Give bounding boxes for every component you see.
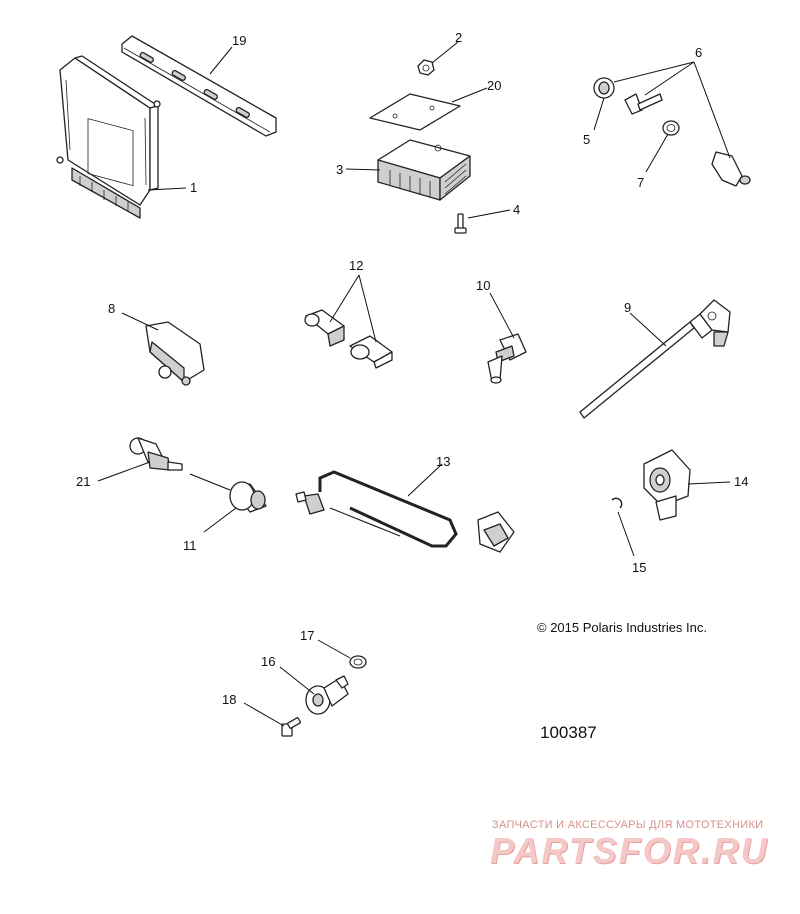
part-9-sensor xyxy=(579,299,731,419)
callout-8: 8 xyxy=(108,301,159,331)
svg-text:14: 14 xyxy=(734,474,748,489)
part-12-holder-b xyxy=(349,335,393,369)
part-6-sensor xyxy=(711,151,751,187)
part-6-tab xyxy=(624,93,663,115)
svg-text:10: 10 xyxy=(476,278,490,293)
watermark-logo: PARTSFOR.RU xyxy=(490,830,769,871)
callout-9: 9 xyxy=(624,300,667,347)
diagram-reference-number: 100387 xyxy=(540,723,597,742)
svg-text:4: 4 xyxy=(513,202,520,217)
part-10-sensor xyxy=(487,333,527,384)
callout-2: 2 xyxy=(431,30,462,64)
svg-text:6: 6 xyxy=(695,45,702,60)
svg-text:5: 5 xyxy=(583,132,590,147)
svg-text:19: 19 xyxy=(232,33,246,48)
part-11-grommet xyxy=(229,481,267,513)
svg-text:8: 8 xyxy=(108,301,115,316)
callout-7: 7 xyxy=(637,133,669,190)
part-16-sensor xyxy=(305,675,349,715)
svg-text:3: 3 xyxy=(336,162,343,177)
part-17-oring xyxy=(349,655,367,669)
svg-text:7: 7 xyxy=(637,175,644,190)
part-15-clip xyxy=(611,497,623,509)
svg-text:17: 17 xyxy=(300,628,314,643)
svg-text:16: 16 xyxy=(261,654,275,669)
callout-4: 4 xyxy=(467,202,520,219)
callout-1: 1 xyxy=(147,180,197,195)
svg-text:12: 12 xyxy=(349,258,363,273)
svg-text:9: 9 xyxy=(624,300,631,315)
callout-14: 14 xyxy=(687,474,748,489)
part-18-bolt xyxy=(281,717,301,737)
callout-10: 10 xyxy=(476,278,515,339)
part-7-grommet xyxy=(662,120,680,136)
svg-text:2: 2 xyxy=(455,30,462,45)
callout-15: 15 xyxy=(617,511,646,575)
callout-19: 19 xyxy=(209,33,246,75)
svg-text:1: 1 xyxy=(190,180,197,195)
svg-text:18: 18 xyxy=(222,692,236,707)
part-2-nut xyxy=(417,59,435,76)
svg-text:21: 21 xyxy=(76,474,90,489)
part-8-sensor xyxy=(145,321,205,386)
callout-5: 5 xyxy=(583,97,605,147)
callout-11: 11 xyxy=(183,473,237,553)
copyright-text: © 2015 Polaris Industries Inc. xyxy=(537,620,707,635)
callout-16: 16 xyxy=(261,654,315,695)
callout-12: 12 xyxy=(329,258,377,343)
callout-3: 3 xyxy=(336,162,381,177)
part-5-cap xyxy=(593,77,615,99)
part-1-ecu xyxy=(56,55,161,219)
callout-18: 18 xyxy=(222,692,285,727)
part-14-sensor xyxy=(643,449,691,521)
callout-13: 13 xyxy=(407,454,450,497)
svg-text:15: 15 xyxy=(632,560,646,575)
svg-text:11: 11 xyxy=(183,538,197,553)
part-12-holder-a xyxy=(304,309,345,347)
part-20-plate xyxy=(369,93,461,131)
part-3-regulator xyxy=(377,139,471,201)
callout-20: 20 xyxy=(451,78,501,103)
callout-21: 21 xyxy=(76,461,151,489)
callout-17: 17 xyxy=(300,628,351,659)
part-4-screw xyxy=(454,213,467,234)
part-21-sensor xyxy=(129,437,183,471)
watermark-tagline: ЗАПЧАСТИ И АКСЕССУАРЫ ДЛЯ МОТОТЕХНИКИ xyxy=(492,819,764,831)
part-13-harness xyxy=(295,470,515,553)
callout-6: 6 xyxy=(613,45,731,159)
svg-text:20: 20 xyxy=(487,78,501,93)
part-19-bracket xyxy=(121,35,277,137)
svg-text:13: 13 xyxy=(436,454,450,469)
